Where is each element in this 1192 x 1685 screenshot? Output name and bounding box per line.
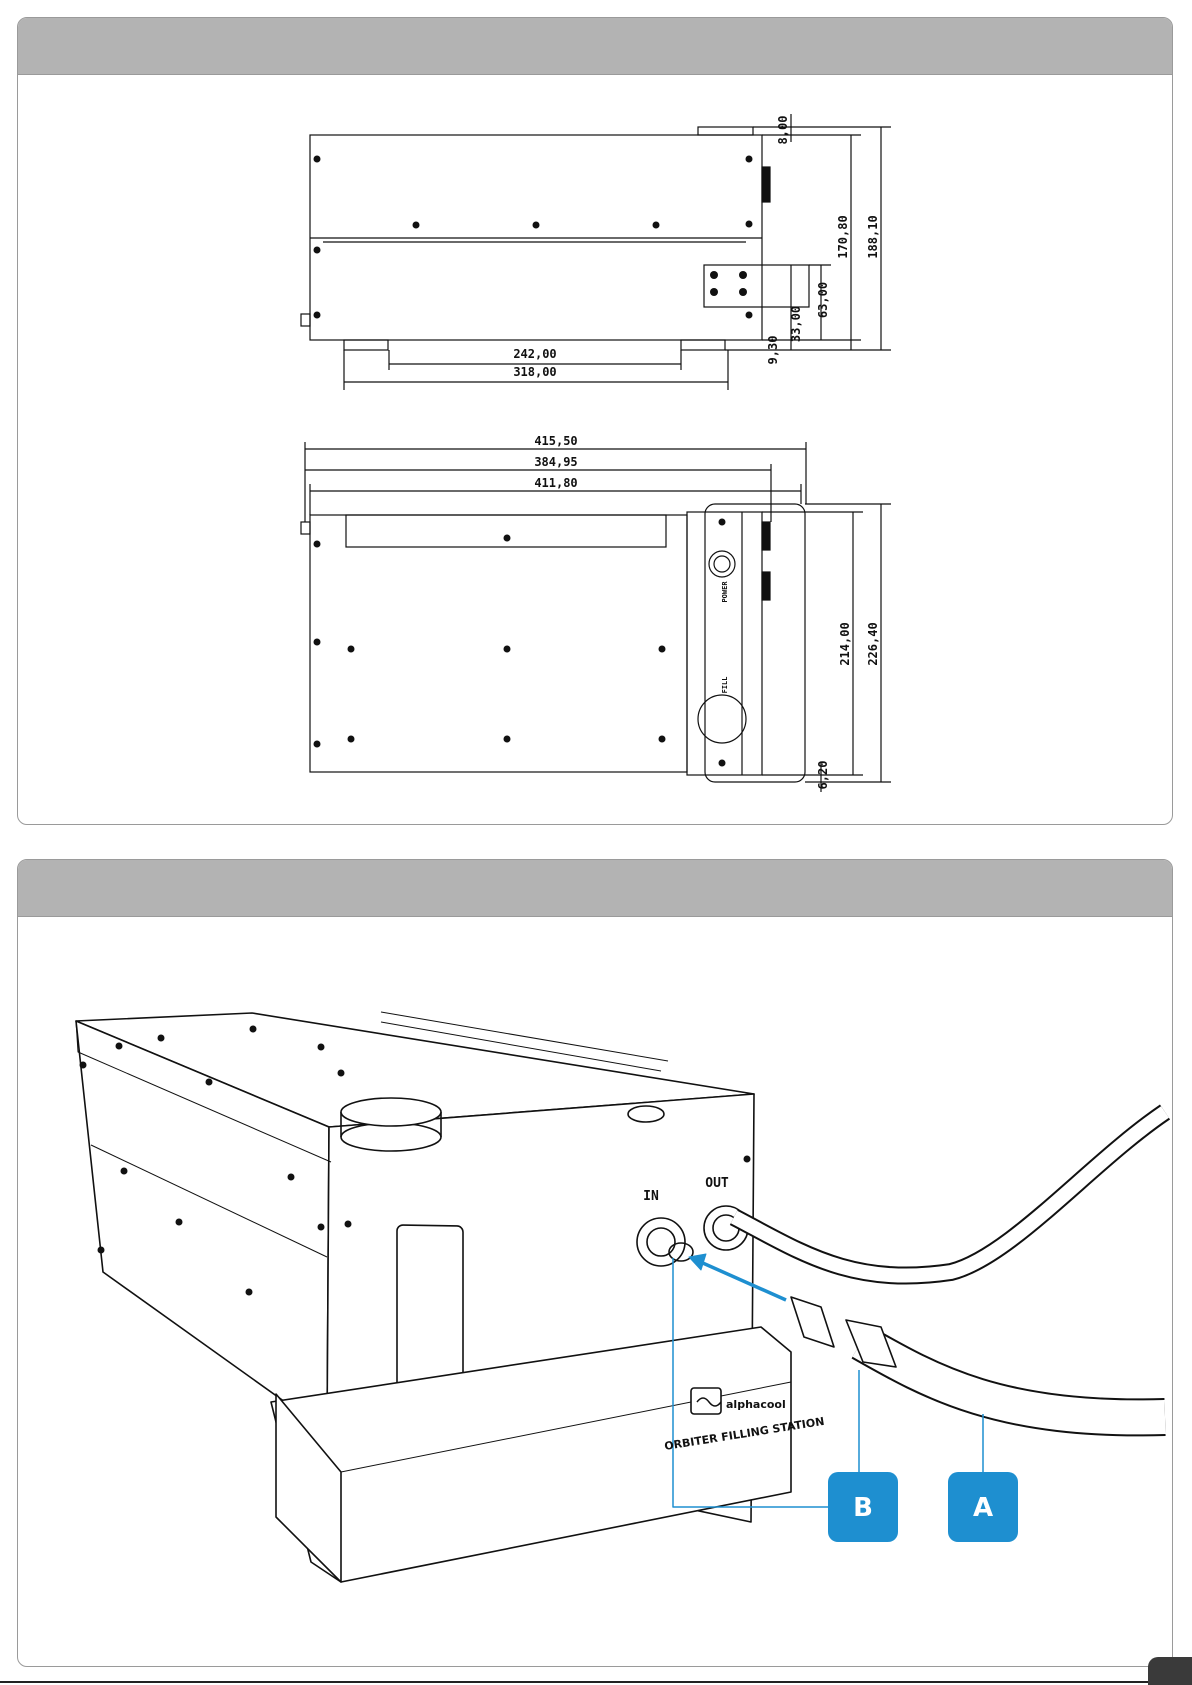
side-bracket xyxy=(704,265,809,307)
brand-name: alphacool xyxy=(726,1398,786,1411)
product-illustration: B A IN OUT alphacool ORBITER FILLING STA… xyxy=(18,917,1173,1667)
fitting-b xyxy=(791,1297,896,1367)
dim-body-height: 170,80 xyxy=(836,215,850,258)
top-view-body xyxy=(310,515,687,772)
callout-b-label: B xyxy=(853,1493,873,1523)
connection-panel-header xyxy=(18,860,1172,917)
dim-total-depth: 226,40 xyxy=(866,622,880,665)
fill-cap xyxy=(341,1098,441,1126)
port-out-label: OUT xyxy=(705,1176,729,1191)
technical-drawings: 242,00 318,00 8,00 170,80 188,10 63,00 3… xyxy=(18,75,1173,825)
label-power: POWER xyxy=(721,581,729,603)
dim-bracket-depth: 214,00 xyxy=(838,622,852,665)
dim-top-offset: 8,00 xyxy=(776,116,790,145)
brand-logo xyxy=(691,1388,721,1414)
dim-total-height: 188,10 xyxy=(866,215,880,258)
foot-right xyxy=(681,340,725,350)
foot-left xyxy=(344,340,388,350)
port-in-label: IN xyxy=(643,1189,659,1204)
dim-total-length: 415,50 xyxy=(534,434,577,448)
dim-body-to-bracket: 384,95 xyxy=(534,455,577,469)
page-bottom-rule xyxy=(0,1681,1192,1683)
top-view-drawing xyxy=(301,442,891,792)
dim-body-length: 411,80 xyxy=(534,476,577,490)
filling-station-body xyxy=(76,1012,791,1582)
dim-outer-feet-span: 318,00 xyxy=(513,365,556,379)
dimensions-panel: 242,00 318,00 8,00 170,80 188,10 63,00 3… xyxy=(17,17,1173,825)
top-cap xyxy=(698,127,753,135)
label-fill: FILL xyxy=(721,677,729,694)
connection-panel: B A IN OUT alphacool ORBITER FILLING STA… xyxy=(17,859,1173,1667)
top-view-rail xyxy=(346,515,666,547)
dim-bracket-lip: 6,20 xyxy=(816,761,830,790)
tube-a xyxy=(734,1112,1165,1417)
side-view-drawing xyxy=(301,114,891,390)
top-view-bracket xyxy=(705,504,805,782)
page-number-tab xyxy=(1148,1657,1192,1685)
dim-bracket-offset: 33,00 xyxy=(789,306,803,342)
dim-inner-feet-span: 242,00 xyxy=(513,347,556,361)
dimensions-panel-header xyxy=(18,18,1172,75)
dim-bracket-height: 63,00 xyxy=(816,282,830,318)
dim-foot-height: 9,30 xyxy=(766,336,780,365)
callout-a-label: A xyxy=(973,1493,993,1523)
